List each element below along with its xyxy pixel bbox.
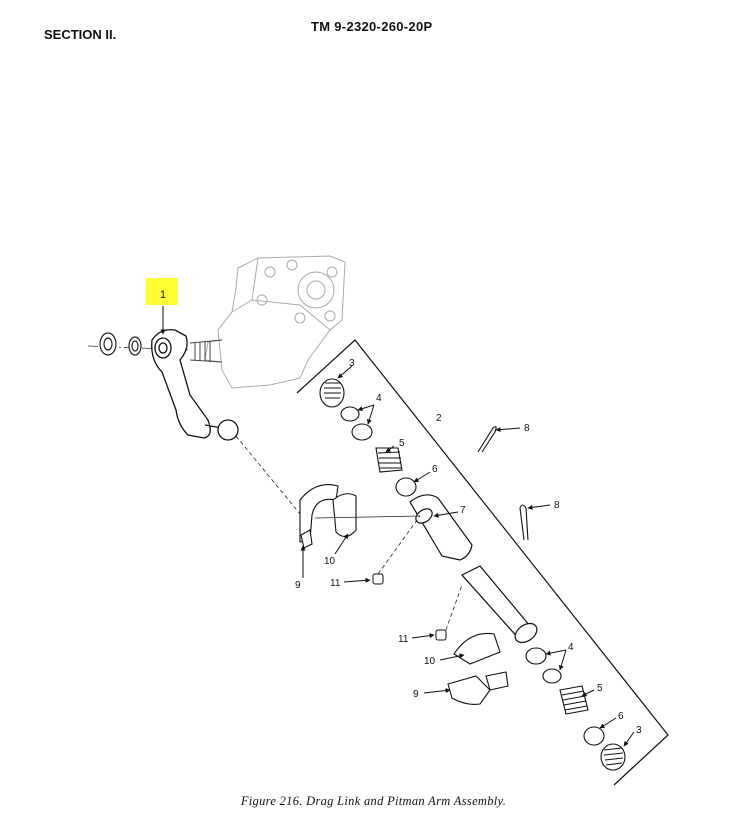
lower-clamp-parts	[447, 632, 509, 705]
callout-8-top: 8	[524, 423, 530, 434]
upper-clamp-leader	[314, 515, 421, 519]
drag-link-outline	[296, 339, 669, 786]
nut	[99, 332, 117, 356]
pitman-shaft	[189, 339, 223, 363]
callout-1: 1	[160, 289, 166, 301]
fitting-leader	[377, 515, 421, 575]
bottom-end-parts	[525, 647, 626, 771]
top-end-parts	[319, 378, 417, 497]
drag-link-tube	[409, 494, 538, 644]
callout-6-top: 6	[432, 464, 438, 475]
callout-3-top: 3	[349, 358, 355, 369]
callout-9-upper: 9	[295, 580, 301, 591]
assembly-leader	[235, 435, 306, 521]
figure-caption: Figure 216. Drag Link and Pitman Arm Ass…	[240, 794, 507, 808]
callout-4-top: 4	[376, 393, 382, 404]
callout-11-lower: 11	[398, 634, 409, 645]
callout-5-bottom: 5	[597, 683, 603, 694]
callout-5-top: 5	[399, 438, 405, 449]
callout-7: 7	[460, 505, 466, 516]
fitting-leader-2	[445, 584, 463, 631]
callout-6-bottom: 6	[618, 711, 624, 722]
callout-2: 2	[436, 413, 442, 424]
callout-8-mid: 8	[554, 500, 560, 511]
section-label: SECTION II.	[44, 27, 117, 42]
tm-number: TM 9-2320-260-20P	[311, 19, 433, 34]
upper-clamp-parts	[299, 484, 357, 549]
callout-3-bottom: 3	[636, 725, 642, 736]
callout-1-highlight	[146, 278, 178, 305]
callout-9-lower: 9	[413, 689, 419, 700]
callout-11-upper: 11	[330, 578, 341, 589]
callout-10-upper: 10	[324, 556, 336, 567]
cotter-pins	[477, 426, 529, 541]
callout-10-lower: 10	[424, 656, 436, 667]
lock-washer	[128, 336, 142, 356]
callout-4-bottom: 4	[568, 642, 574, 653]
callout-leaders	[160, 306, 635, 747]
lube-fittings	[372, 573, 447, 641]
steering-gear-housing	[204, 255, 346, 389]
pitman-arm	[151, 329, 239, 441]
